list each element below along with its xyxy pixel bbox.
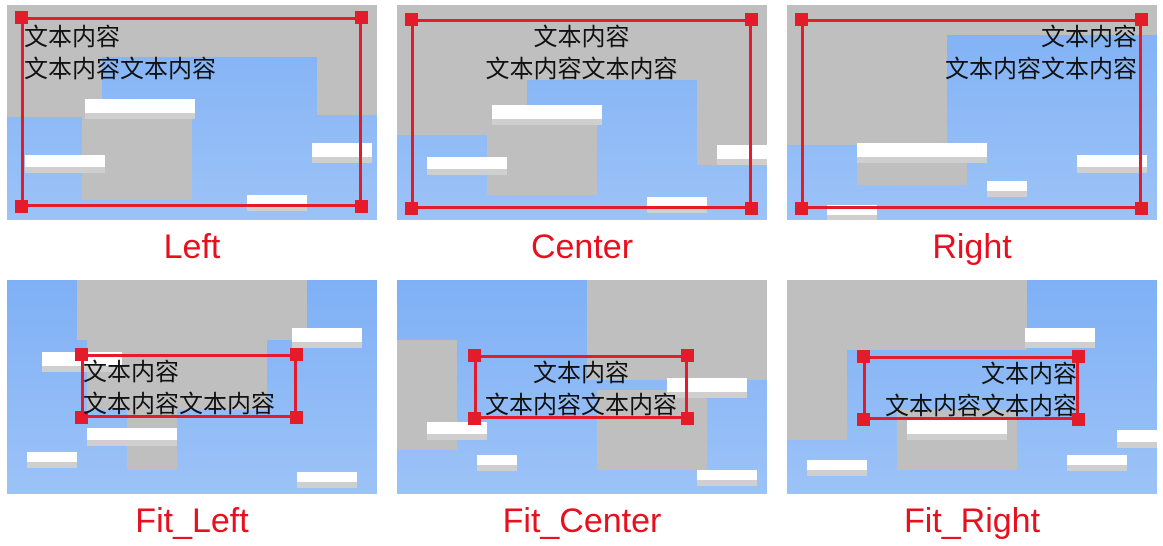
cloud — [907, 420, 1007, 434]
resize-handle[interactable] — [75, 348, 88, 361]
panel-fit-right: 文本内容 文本内容文本内容 — [787, 280, 1157, 494]
selection-frame — [21, 17, 362, 207]
cloud — [427, 422, 487, 434]
selection-frame — [863, 356, 1079, 420]
text-line-1: 文本内容 — [533, 359, 629, 387]
resize-handle[interactable] — [1072, 350, 1085, 363]
text-content: 文本内容 文本内容文本内容 — [414, 21, 749, 85]
text-line-1: 文本内容 — [1041, 23, 1137, 51]
resize-handle[interactable] — [290, 411, 303, 424]
resize-handle[interactable] — [468, 349, 481, 362]
selection-frame — [411, 19, 752, 209]
resize-handle[interactable] — [15, 200, 28, 213]
cloud — [807, 460, 867, 470]
panel-fit-center: 文本内容 文本内容文本内容 — [397, 280, 767, 494]
gray-block — [787, 350, 847, 440]
resize-handle[interactable] — [355, 200, 368, 213]
cloud — [292, 328, 362, 342]
text-line-2: 文本内容文本内容 — [83, 390, 275, 418]
panel-left: 文本内容 文本内容文本内容 — [7, 5, 377, 220]
resize-handle[interactable] — [681, 349, 694, 362]
cloud — [1117, 430, 1157, 442]
resize-handle[interactable] — [857, 413, 870, 426]
selection-frame — [474, 355, 688, 419]
resize-handle[interactable] — [857, 350, 870, 363]
panel-fit-left: 文本内容 文本内容文本内容 — [7, 280, 377, 494]
text-line-2: 文本内容文本内容 — [485, 55, 678, 83]
gray-block — [487, 105, 597, 195]
cloud — [247, 195, 307, 205]
cloud — [85, 99, 195, 113]
gray-block — [787, 280, 1027, 350]
gray-block — [597, 390, 707, 470]
text-content: 文本内容 文本内容文本内容 — [83, 356, 275, 420]
text-line-2: 文本内容文本内容 — [885, 392, 1077, 420]
caption-fit-right: Fit_Right — [903, 502, 1041, 540]
text-line-1: 文本内容 — [533, 23, 630, 51]
cloud — [827, 205, 877, 215]
text-content: 文本内容 文本内容文本内容 — [474, 357, 688, 421]
text-line-2: 文本内容文本内容 — [485, 391, 677, 419]
text-line-2: 文本内容文本内容 — [945, 55, 1137, 83]
cloud — [857, 143, 987, 157]
resize-handle[interactable] — [15, 11, 28, 24]
cloud — [87, 428, 177, 440]
resize-handle[interactable] — [405, 202, 418, 215]
cloud — [717, 145, 767, 159]
resize-handle[interactable] — [468, 412, 481, 425]
gray-block — [87, 340, 267, 410]
cloud — [477, 455, 517, 465]
resize-handle[interactable] — [1135, 202, 1148, 215]
cloud — [1067, 455, 1127, 465]
text-line-2: 文本内容文本内容 — [24, 55, 216, 83]
cloud — [27, 452, 77, 462]
panel-center: 文本内容 文本内容文本内容 — [397, 5, 767, 220]
resize-handle[interactable] — [745, 202, 758, 215]
selection-frame — [81, 354, 297, 418]
text-line-1: 文本内容 — [83, 358, 179, 386]
cloud — [697, 470, 757, 480]
text-line-1: 文本内容 — [24, 23, 120, 51]
resize-handle[interactable] — [75, 411, 88, 424]
caption-fit-center: Fit_Center — [502, 502, 662, 540]
resize-handle[interactable] — [795, 13, 808, 26]
cloud — [297, 472, 357, 482]
cloud — [427, 157, 507, 169]
caption-fit-left: Fit_Left — [135, 502, 249, 540]
cloud — [312, 143, 372, 157]
resize-handle[interactable] — [1072, 413, 1085, 426]
resize-handle[interactable] — [681, 412, 694, 425]
resize-handle[interactable] — [405, 13, 418, 26]
resize-handle[interactable] — [795, 202, 808, 215]
gray-block — [82, 105, 192, 200]
gray-block — [587, 280, 767, 380]
resize-handle[interactable] — [290, 348, 303, 361]
cloud — [492, 105, 602, 119]
text-line-1: 文本内容 — [981, 360, 1077, 388]
panel-right: 文本内容 文本内容文本内容 — [787, 5, 1157, 220]
cloud — [25, 155, 105, 167]
resize-handle[interactable] — [745, 13, 758, 26]
cloud — [1025, 328, 1095, 342]
text-content: 文本内容 文本内容文本内容 — [885, 358, 1077, 422]
gray-block — [697, 5, 767, 165]
cloud — [647, 197, 707, 207]
text-content: 文本内容 文本内容文本内容 — [945, 21, 1137, 85]
text-content: 文本内容 文本内容文本内容 — [24, 21, 216, 85]
caption-right: Right — [932, 228, 1012, 266]
resize-handle[interactable] — [355, 11, 368, 24]
gray-block — [77, 280, 307, 340]
selection-frame — [801, 19, 1142, 209]
cloud — [1077, 155, 1147, 167]
gray-block — [127, 410, 177, 470]
resize-handle[interactable] — [1135, 13, 1148, 26]
cloud — [987, 181, 1027, 191]
caption-center: Center — [530, 228, 634, 266]
caption-left: Left — [163, 228, 221, 266]
